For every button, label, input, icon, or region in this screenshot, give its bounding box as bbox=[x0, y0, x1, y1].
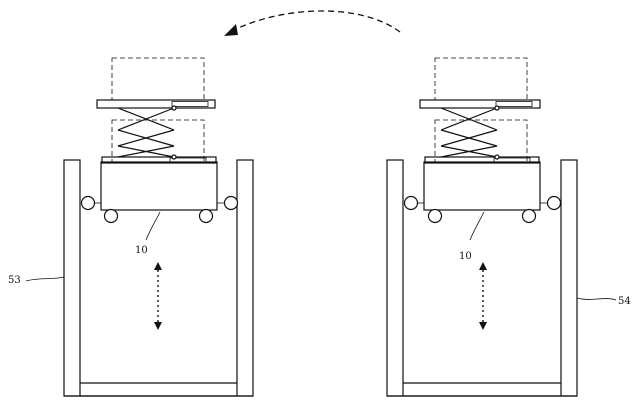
left-lower-platform bbox=[101, 156, 217, 164]
right-wheel bbox=[427, 208, 443, 224]
transfer-arrowhead bbox=[224, 24, 238, 36]
left-wheel bbox=[198, 208, 214, 224]
right-assembly: 10 54 bbox=[386, 57, 631, 397]
right-rack-54 bbox=[386, 159, 578, 397]
right-top-dashed-load bbox=[434, 57, 528, 101]
left-wheel bbox=[103, 208, 119, 224]
transfer-arrow-icon bbox=[229, 10, 401, 33]
left-vehicle-label: 10 bbox=[135, 245, 148, 256]
left-rack-53 bbox=[63, 159, 254, 397]
right-side-roller bbox=[546, 195, 562, 211]
left-top-dashed-load bbox=[111, 57, 205, 101]
left-rack-label: 53 bbox=[8, 275, 21, 286]
right-middle-dashed-load bbox=[434, 119, 528, 163]
right-vehicle-label: 10 bbox=[459, 251, 472, 262]
right-rack-label: 54 bbox=[618, 296, 631, 307]
right-vehicle-body bbox=[423, 161, 541, 211]
left-middle-dashed-load bbox=[111, 119, 205, 163]
left-side-roller bbox=[223, 195, 239, 211]
right-scissor-lift bbox=[440, 105, 500, 160]
right-side-roller bbox=[403, 195, 419, 211]
left-top-platform bbox=[96, 99, 216, 109]
left-vehicle-body bbox=[100, 161, 218, 211]
left-scissor-lift bbox=[117, 105, 177, 160]
right-top-platform bbox=[419, 99, 541, 109]
right-wheel bbox=[521, 208, 537, 224]
left-side-roller bbox=[80, 195, 96, 211]
right-lower-platform bbox=[424, 156, 540, 164]
left-assembly: 10 53 bbox=[8, 57, 254, 397]
